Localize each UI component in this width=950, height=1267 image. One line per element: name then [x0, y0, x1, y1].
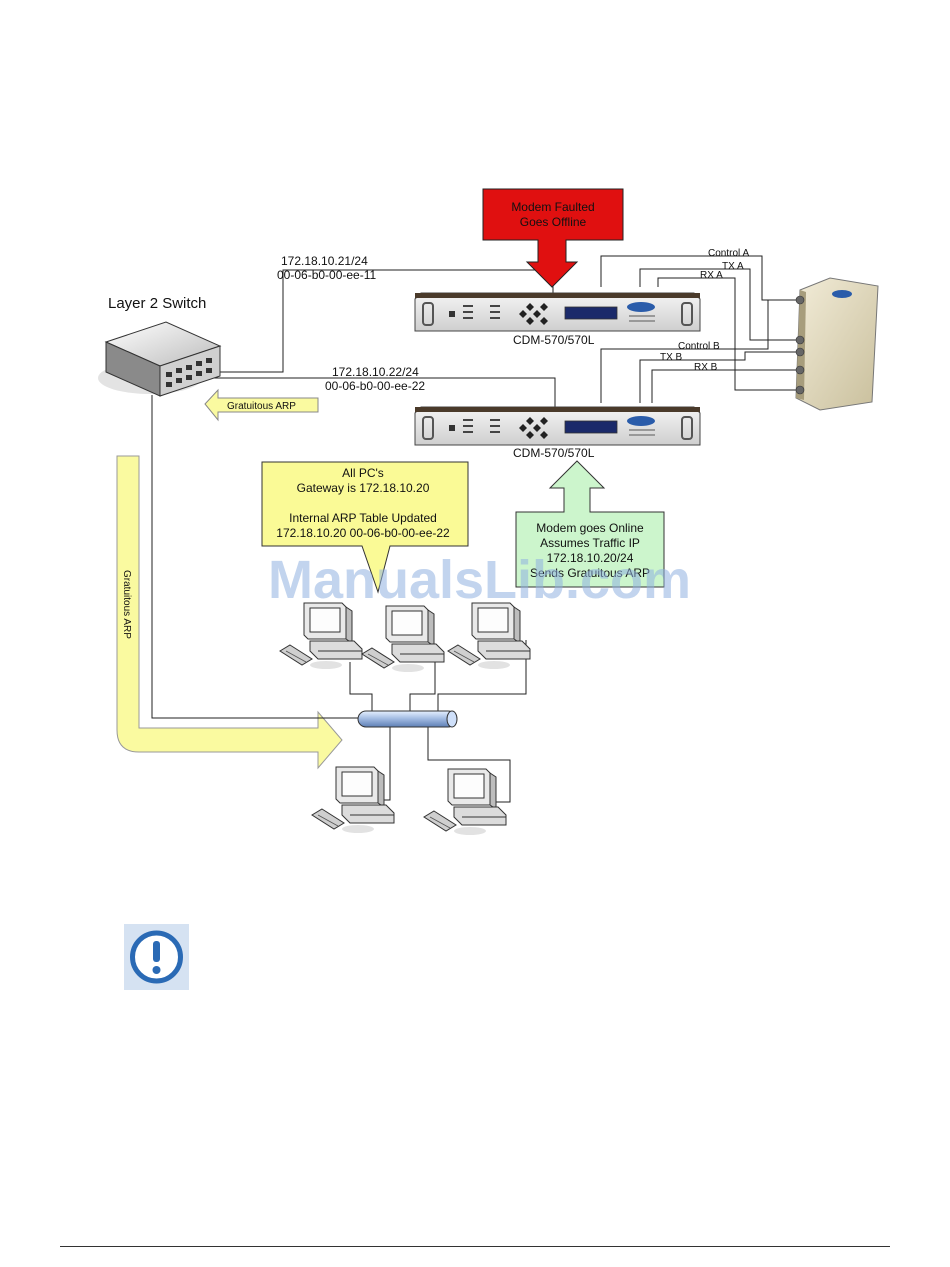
pc-4 [311, 766, 395, 834]
rx-b-label: RX B [694, 362, 718, 373]
layer2-switch: Layer 2 Switch [98, 295, 222, 397]
tx-b-label: TX B [660, 352, 683, 363]
pc-note-line1: All PC's [342, 466, 384, 480]
rx-a-label: RX A [700, 270, 723, 281]
modem-a: CDM-570/570L 172.18.10.21/24 00-06-b0-00… [277, 254, 701, 347]
watermark-text: ManualsLib.com [268, 550, 691, 610]
modem-faulted-callout: Modem Faulted Goes Offline [482, 188, 624, 288]
modem-a-mac: 00-06-b0-00-ee-11 [277, 268, 377, 282]
gratuitous-arp-vertical-label: Gratuitous ARP [121, 570, 132, 639]
online-line4: Sends Gratuitous ARP [530, 566, 650, 580]
modem-a-ip: 172.18.10.21/24 [281, 254, 368, 268]
lan-bus [357, 710, 458, 728]
modem-b: CDM-570/570L 172.18.10.22/24 00-06-b0-00… [325, 365, 701, 460]
gratuitous-arp-left-label: Gratuitous ARP [227, 401, 296, 412]
control-b-label: Control B [678, 341, 720, 352]
exclamation-icon [124, 924, 189, 990]
tx-a-label: TX A [722, 261, 744, 272]
fault-line1: Modem Faulted [511, 200, 594, 214]
redundancy-switch-panel [795, 277, 879, 411]
gratuitous-arp-left-arrow [204, 388, 319, 422]
modem-b-ip: 172.18.10.22/24 [332, 365, 419, 379]
redundancy-link-labels: Control A TX A RX A Control B TX B RX B [660, 248, 749, 373]
footer-rule [60, 1246, 890, 1247]
pc-1 [279, 602, 363, 670]
pc-5 [423, 768, 507, 836]
control-a-label: Control A [708, 248, 749, 259]
modem-a-label: CDM-570/570L [513, 333, 595, 347]
gratuitous-arp-vertical-arrow [116, 455, 343, 770]
online-line2: Assumes Traffic IP [540, 536, 640, 550]
online-line3: 172.18.10.20/24 [547, 551, 634, 565]
network-links [151, 255, 800, 803]
online-line1: Modem goes Online [536, 521, 644, 535]
pc-arp-note: All PC's Gateway is 172.18.10.20 Interna… [261, 461, 469, 594]
pc-note-line3: Internal ARP Table Updated [289, 511, 437, 525]
modem-b-label: CDM-570/570L [513, 446, 595, 460]
switch-label: Layer 2 Switch [108, 295, 206, 312]
pc-note-line4: 172.18.10.20 00-06-b0-00-ee-22 [276, 526, 450, 540]
pc-3 [447, 602, 531, 670]
pc-2 [361, 605, 445, 673]
modem-b-mac: 00-06-b0-00-ee-22 [325, 379, 425, 393]
modem-online-callout: Modem goes Online Assumes Traffic IP 172… [515, 460, 665, 588]
pc-note-line2: Gateway is 172.18.10.20 [297, 481, 430, 495]
fault-line2: Goes Offline [520, 215, 587, 229]
